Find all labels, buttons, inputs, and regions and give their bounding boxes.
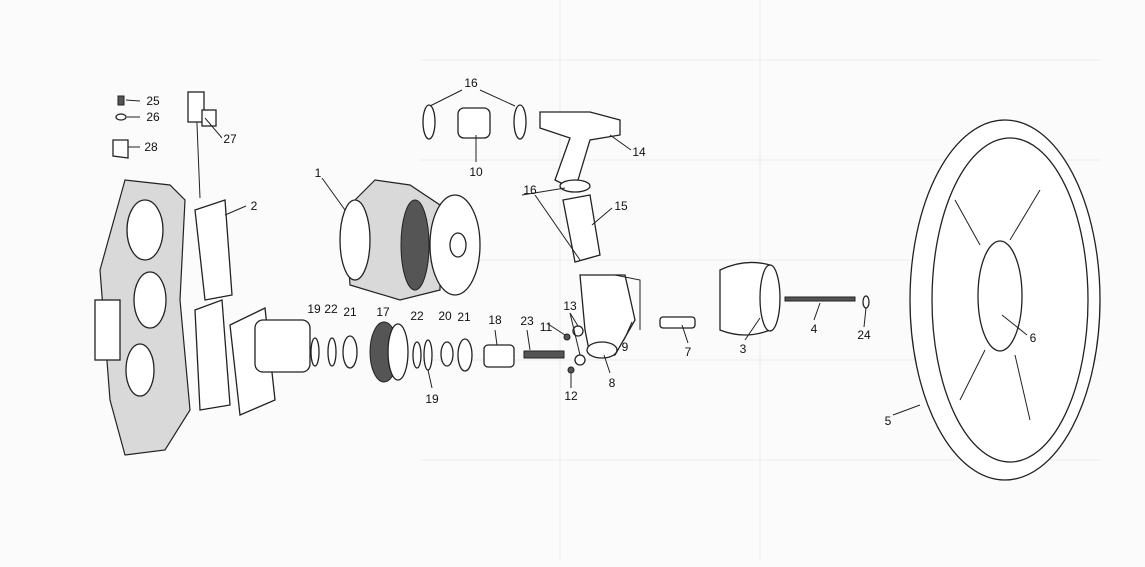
callout-10: 10 bbox=[469, 165, 483, 179]
callout-19-bottom: 19 bbox=[425, 392, 439, 406]
callout-11: 11 bbox=[540, 320, 553, 334]
callout-labels: 25 26 27 28 2 1 16 10 14 16 15 13 11 9 7… bbox=[144, 76, 1036, 428]
callout-21-right: 21 bbox=[457, 310, 471, 324]
callout-14: 14 bbox=[632, 145, 646, 159]
callout-6: 6 bbox=[1030, 331, 1037, 345]
callout-18: 18 bbox=[488, 313, 502, 327]
hoses-and-thermostat bbox=[422, 104, 696, 359]
callout-1: 1 bbox=[315, 166, 322, 180]
fan-clutch bbox=[719, 261, 870, 336]
callout-20: 20 bbox=[438, 309, 452, 323]
gaskets bbox=[194, 199, 311, 416]
callout-8: 8 bbox=[609, 376, 616, 390]
callout-22-right: 22 bbox=[410, 309, 424, 323]
callout-4: 4 bbox=[811, 322, 818, 336]
callout-27: 27 bbox=[223, 132, 237, 146]
callout-25: 25 bbox=[146, 94, 160, 108]
callout-19-left: 19 bbox=[307, 302, 321, 316]
callout-23: 23 bbox=[520, 314, 534, 328]
callout-12: 12 bbox=[564, 389, 578, 403]
fan bbox=[909, 119, 1101, 481]
callout-24: 24 bbox=[857, 328, 871, 342]
callout-9: 9 bbox=[622, 340, 629, 354]
leader-lines bbox=[125, 89, 1028, 416]
callout-16-top: 16 bbox=[464, 76, 478, 90]
callout-2: 2 bbox=[251, 199, 258, 213]
bolt-and-sensor-parts bbox=[112, 91, 217, 199]
seals-and-bearings bbox=[310, 321, 586, 383]
callout-26: 26 bbox=[146, 110, 160, 124]
callout-15: 15 bbox=[614, 199, 628, 213]
callout-5: 5 bbox=[885, 414, 892, 428]
callout-7: 7 bbox=[685, 345, 692, 359]
callout-13: 13 bbox=[563, 299, 577, 313]
callout-3: 3 bbox=[740, 342, 747, 356]
callout-17: 17 bbox=[376, 305, 390, 319]
background-grid bbox=[420, 0, 1100, 560]
callout-28: 28 bbox=[144, 140, 158, 154]
timing-housing bbox=[94, 179, 191, 456]
callout-22-left: 22 bbox=[324, 302, 338, 316]
callout-16-mid: 16 bbox=[523, 183, 537, 197]
callout-21-left: 21 bbox=[343, 305, 357, 319]
water-pump bbox=[339, 179, 481, 301]
